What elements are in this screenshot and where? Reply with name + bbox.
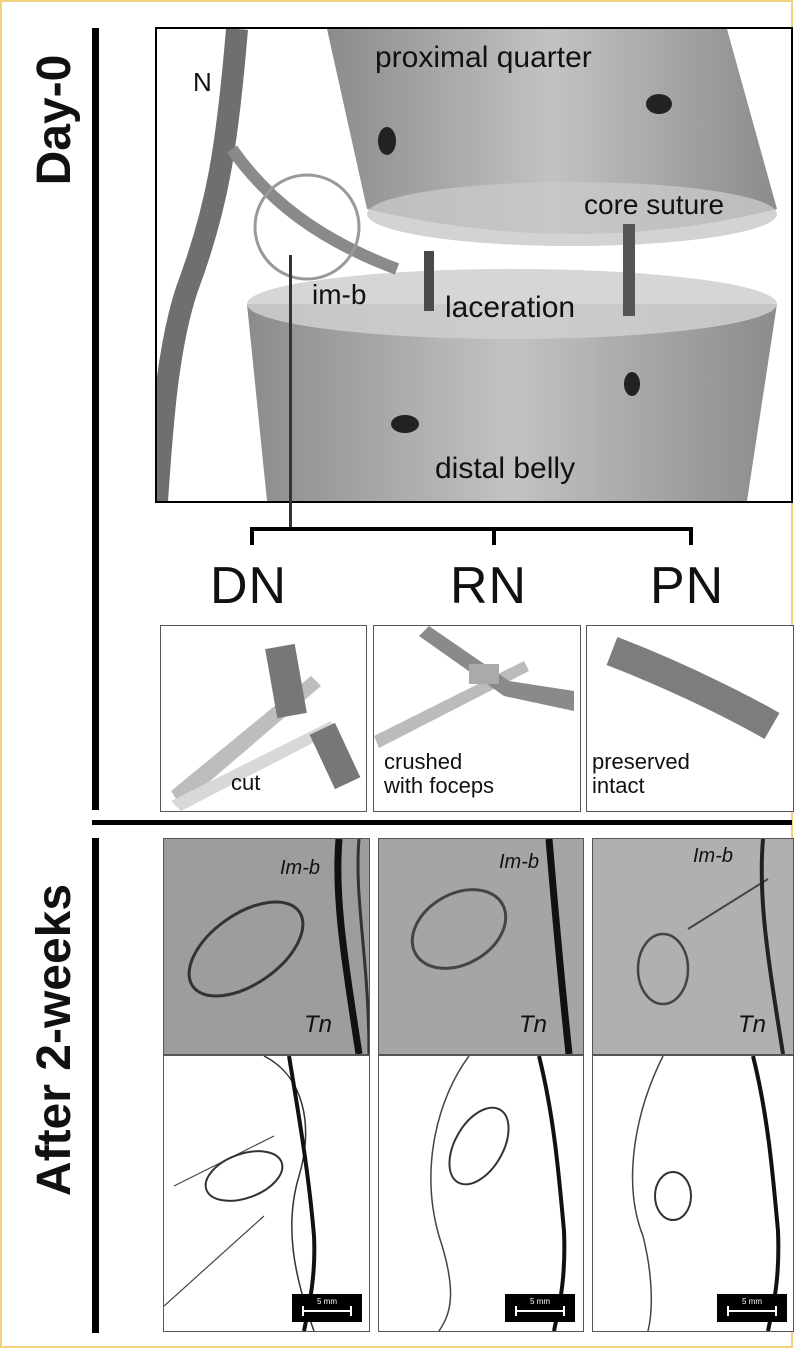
tracing-rn: 5 mm xyxy=(378,1055,584,1332)
laceration-suture-left xyxy=(424,251,434,311)
scissors-illustration xyxy=(161,626,366,811)
tracing-pn-content xyxy=(593,1056,793,1331)
core-suture xyxy=(623,224,635,316)
scale-bar-rn: 5 mm xyxy=(505,1294,575,1322)
scale-bar-pn: 5 mm xyxy=(717,1294,787,1322)
label-laceration: laceration xyxy=(445,291,575,325)
caption-crushed: crushed with foceps xyxy=(384,750,494,798)
photo-rn: Im-b Tn xyxy=(378,838,584,1055)
hole-2 xyxy=(646,94,672,114)
label-distal: distal belly xyxy=(435,452,575,486)
magnifier-leader-line xyxy=(289,255,292,530)
group-code-pn: PN xyxy=(650,556,724,616)
photo-dn-im-b: Im-b xyxy=(280,857,320,880)
group-bracket-horizontal xyxy=(250,527,693,531)
label-im-b: im-b xyxy=(312,279,366,311)
hole-1 xyxy=(378,127,396,155)
group-code-dn: DN xyxy=(210,556,287,616)
photo-pn-tn: Tn xyxy=(738,1011,766,1039)
nerve-trunk xyxy=(157,29,237,501)
day0-label: Day-0 xyxy=(25,20,85,220)
group-bracket-tick-dn xyxy=(250,527,254,545)
photo-rn-im-b: Im-b xyxy=(499,851,539,874)
photo-rn-content xyxy=(379,839,583,1054)
label-nerve: N xyxy=(193,67,212,98)
photo-dn: Im-b Tn xyxy=(163,838,370,1055)
muscle-diagram-panel: N proximal quarter core suture im-b lace… xyxy=(155,27,793,503)
hole-4 xyxy=(624,372,640,396)
group-code-rn: RN xyxy=(450,556,527,616)
scale-bar-rn-label: 5 mm xyxy=(530,1297,550,1306)
tracing-dn: 5 mm xyxy=(163,1055,370,1332)
group-bracket-tick-pn xyxy=(689,527,693,545)
photo-pn: Im-b Tn xyxy=(592,838,794,1055)
procedure-panel-crushed: crushed with foceps xyxy=(373,625,581,812)
caption-cut: cut xyxy=(231,771,260,795)
tracing-pn: 5 mm xyxy=(592,1055,794,1332)
photo-rn-tn: Tn xyxy=(519,1011,547,1039)
scale-bar-pn-label: 5 mm xyxy=(742,1297,762,1306)
procedure-panel-preserved: preserved intact xyxy=(586,625,794,812)
procedure-panel-cut: cut xyxy=(160,625,367,812)
scale-bar-dn: 5 mm xyxy=(292,1294,362,1322)
photo-pn-im-b: Im-b xyxy=(693,845,733,868)
tracing-dn-content xyxy=(164,1056,369,1331)
day0-bracket-bar xyxy=(92,28,99,810)
photo-dn-content xyxy=(164,839,369,1054)
tracing-rn-content xyxy=(379,1056,583,1331)
group-bracket-tick-rn xyxy=(492,527,496,545)
after-2-weeks-label: After 2-weeks xyxy=(25,845,85,1235)
muscle-diagram xyxy=(157,29,791,501)
label-proximal: proximal quarter xyxy=(375,41,592,75)
hole-3 xyxy=(391,415,419,433)
label-core-suture: core suture xyxy=(584,189,724,221)
scale-bar-dn-label: 5 mm xyxy=(317,1297,337,1306)
after-bracket-bar xyxy=(92,838,99,1333)
photo-dn-tn: Tn xyxy=(304,1011,332,1039)
section-divider xyxy=(92,820,792,825)
caption-preserved: preserved intact xyxy=(592,750,690,798)
